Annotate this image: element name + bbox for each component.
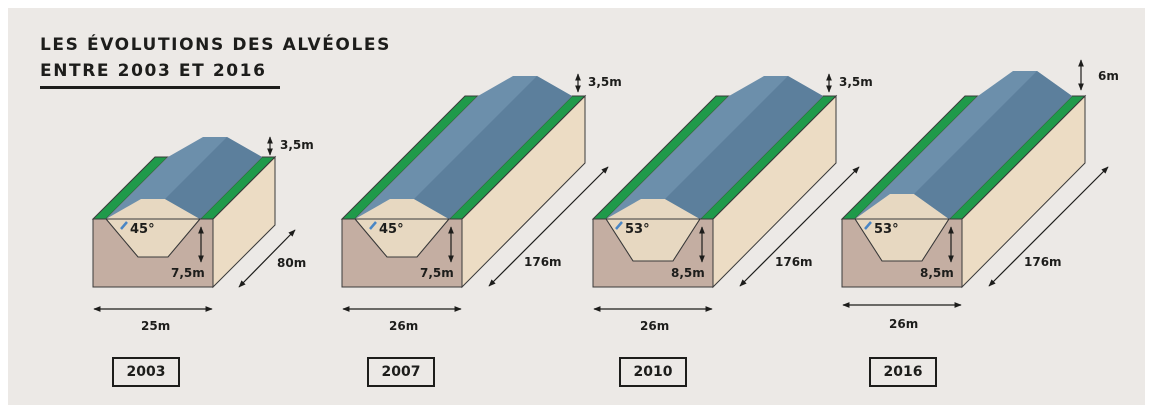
- waste-pile-side: [914, 71, 1072, 219]
- length-arrow: [739, 166, 860, 287]
- year-label-2003: 2003: [112, 357, 180, 387]
- title-line-1: LES ÉVOLUTIONS DES ALVÉOLES: [40, 35, 391, 55]
- width-label: 26m: [389, 319, 418, 333]
- title-line-2: ENTRE 2003 ET 2016: [40, 61, 267, 81]
- depth-label: 8,5m: [920, 266, 954, 280]
- angle-mark-icon: [120, 221, 128, 230]
- slope-angle-label: 53°: [874, 222, 899, 237]
- front-face: [841, 218, 963, 288]
- cell-2007: 45° 7,5m 3,5m 176m 26m: [340, 73, 622, 333]
- length-label: 176m: [1024, 255, 1062, 269]
- cell-2003: 45° 7,5m 3,5m 80m 25m: [91, 136, 314, 333]
- waste-pile-side: [665, 76, 823, 219]
- slope-angle-label: 45°: [130, 222, 155, 237]
- waste-pile-side: [414, 76, 572, 219]
- width-label: 25m: [141, 319, 170, 333]
- waste-pile-side: [165, 137, 262, 219]
- length-label: 176m: [524, 255, 562, 269]
- height-above-label: 6m: [1098, 69, 1119, 83]
- angle-mark-icon: [369, 221, 377, 230]
- length-arrow: [988, 166, 1109, 287]
- cell-2010: 53° 8,5m 3,5m 176m 26m: [591, 73, 873, 333]
- height-above-label: 3,5m: [839, 75, 873, 89]
- height-above-label: 3,5m: [280, 138, 314, 152]
- length-arrow: [238, 229, 296, 288]
- angle-mark-icon: [615, 221, 623, 230]
- height-above-label: 3,5m: [588, 75, 622, 89]
- depth-label: 8,5m: [671, 266, 705, 280]
- slope-angle-label: 53°: [625, 222, 650, 237]
- width-label: 26m: [889, 317, 918, 331]
- depth-label: 7,5m: [171, 266, 205, 280]
- width-label: 26m: [640, 319, 669, 333]
- year-label-2007: 2007: [367, 357, 435, 387]
- title-underline: [40, 86, 280, 89]
- length-arrow: [488, 166, 609, 287]
- infographic-title: LES ÉVOLUTIONS DES ALVÉOLES ENTRE 2003 E…: [40, 32, 391, 84]
- length-label: 176m: [775, 255, 813, 269]
- depth-label: 7,5m: [420, 266, 454, 280]
- front-face: [92, 218, 214, 288]
- year-label-2010: 2010: [619, 357, 687, 387]
- angle-mark-icon: [864, 221, 872, 230]
- slope-angle-label: 45°: [379, 222, 404, 237]
- front-face: [341, 218, 463, 288]
- cell-2016: 53° 8,5m 6m 176m 26m: [840, 59, 1119, 331]
- front-face: [592, 218, 714, 288]
- length-label: 80m: [277, 256, 306, 270]
- year-label-2016: 2016: [869, 357, 937, 387]
